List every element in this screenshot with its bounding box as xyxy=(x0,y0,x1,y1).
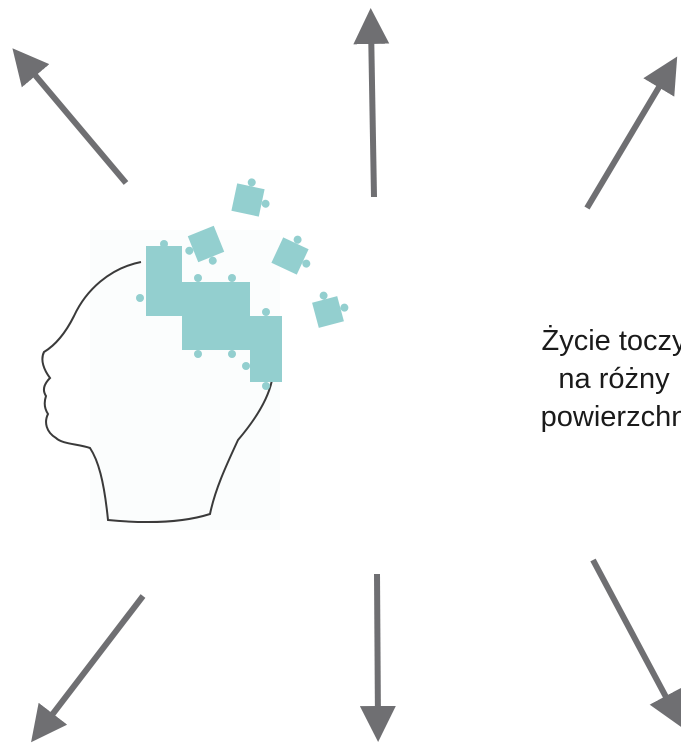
caption-line-2: na różny xyxy=(558,363,670,395)
head-outline xyxy=(41,261,273,523)
caption-text: Życie toczy na różny powierzchn xyxy=(484,322,681,436)
caption-line-1: Życie toczy xyxy=(541,325,681,357)
caption-line-3: powierzchn xyxy=(540,401,681,433)
head-with-puzzle-icon xyxy=(41,178,349,530)
arrow-down-left-icon xyxy=(31,594,146,743)
arrow-down-right-icon xyxy=(590,558,681,728)
floating-puzzle-pieces xyxy=(185,178,349,328)
arrow-up-right-icon xyxy=(584,56,678,210)
arrow-down-icon xyxy=(359,573,396,742)
arrows xyxy=(12,8,681,743)
arrow-up-left-icon xyxy=(12,48,129,185)
arrow-up-icon xyxy=(353,8,390,198)
puzzle-pieces xyxy=(136,240,282,390)
